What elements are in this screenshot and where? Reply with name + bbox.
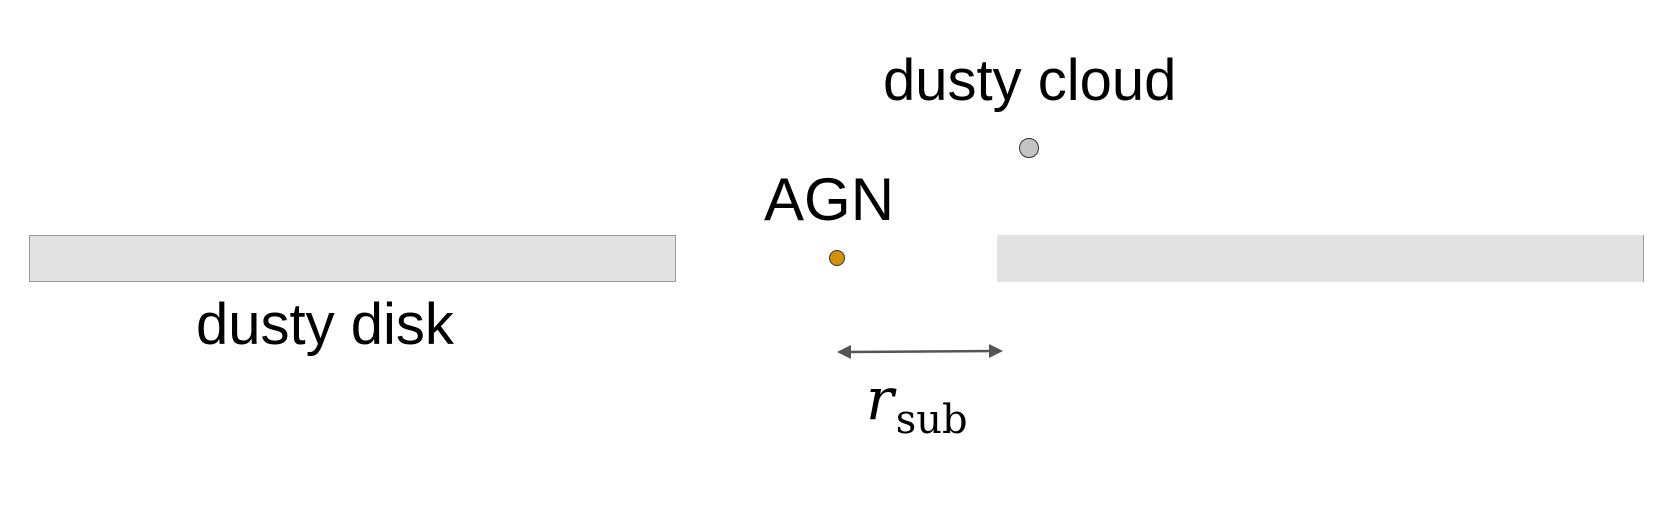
sublimation-radius-label: rsub: [866, 370, 968, 440]
agn-label: AGN: [764, 166, 895, 233]
arrow-head-left: [837, 345, 851, 359]
dusty-cloud-dot: [1019, 138, 1039, 158]
radius-symbol: r: [866, 365, 894, 433]
dusty-disk-label: dusty disk: [196, 292, 454, 357]
dusty-disk-right-slab: [997, 235, 1644, 282]
arrow-head-right: [989, 344, 1003, 358]
radius-subscript: sub: [895, 397, 968, 443]
dusty-cloud-label: dusty cloud: [883, 48, 1177, 113]
agn-source-dot: [829, 250, 845, 266]
arrow-shaft: [844, 349, 996, 354]
dusty-disk-left-slab: [29, 235, 676, 282]
